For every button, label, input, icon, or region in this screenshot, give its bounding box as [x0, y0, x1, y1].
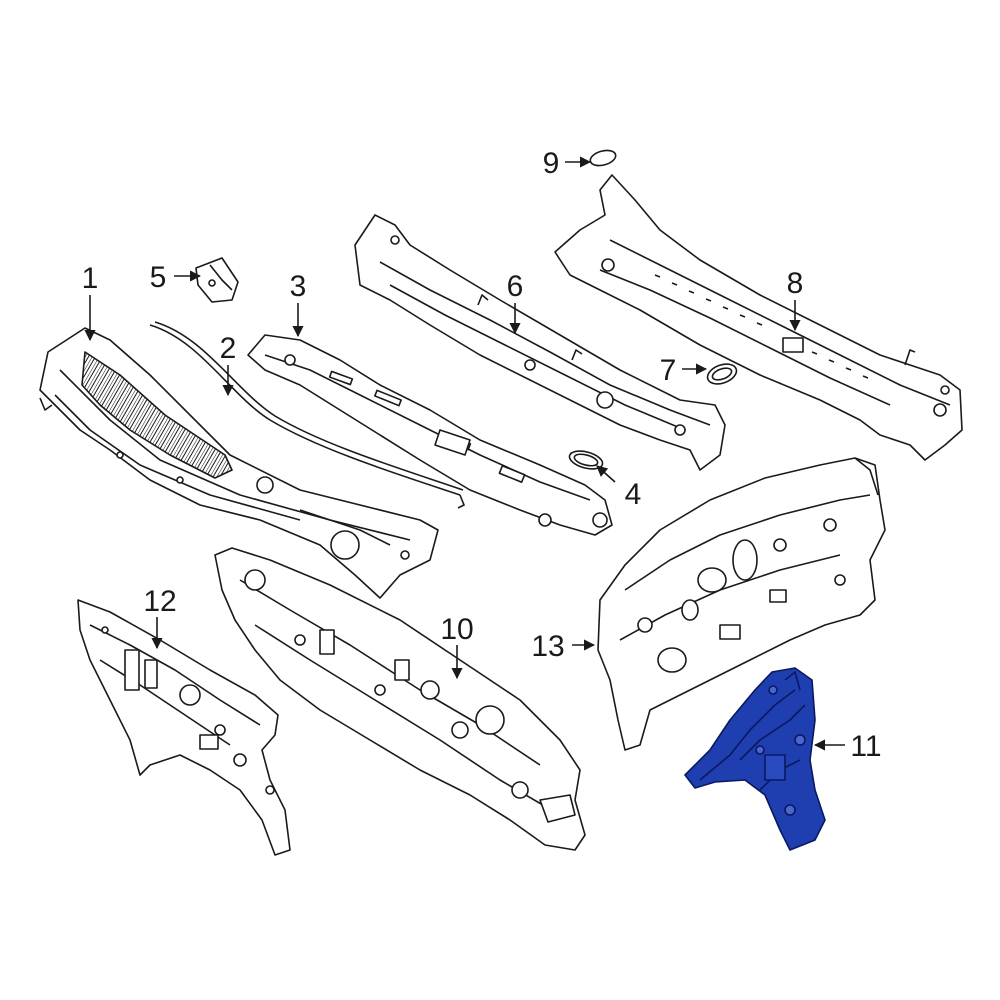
callout-10: 10 — [440, 613, 473, 646]
part-10-dash-lower — [214, 547, 586, 851]
callout-12: 12 — [143, 585, 176, 618]
callout-11: 11 — [850, 730, 881, 763]
part-2-seal — [149, 321, 466, 509]
callout-6: 6 — [507, 270, 524, 303]
part-5-bracket — [195, 257, 239, 303]
part-11-insulator-highlighted — [684, 667, 826, 851]
callout-5: 5 — [150, 261, 167, 294]
part-6-cross-member — [354, 214, 726, 471]
callout-4: 4 — [625, 478, 642, 511]
callout-8: 8 — [787, 267, 804, 300]
callout-leaders — [84, 156, 845, 751]
leader-4 — [596, 465, 616, 483]
part-9-plug — [589, 149, 617, 167]
callout-2: 2 — [220, 332, 237, 365]
part-1-cowl-top — [39, 327, 439, 599]
callout-13: 13 — [531, 630, 564, 663]
callout-1: 1 — [82, 262, 99, 295]
part-3-cowl-panel — [247, 334, 613, 536]
part-12-dash-insulator — [77, 599, 291, 856]
callout-3: 3 — [290, 270, 307, 303]
callout-7: 7 — [660, 354, 677, 387]
part-4-grommet — [568, 450, 604, 470]
callout-9: 9 — [543, 147, 560, 180]
part-13-dash-panel — [597, 457, 886, 751]
part-7-grommet — [706, 363, 738, 385]
callout-labels: 1 2 3 4 5 6 7 8 9 10 11 12 13 — [82, 147, 882, 763]
part-8-upper-member — [554, 174, 963, 461]
